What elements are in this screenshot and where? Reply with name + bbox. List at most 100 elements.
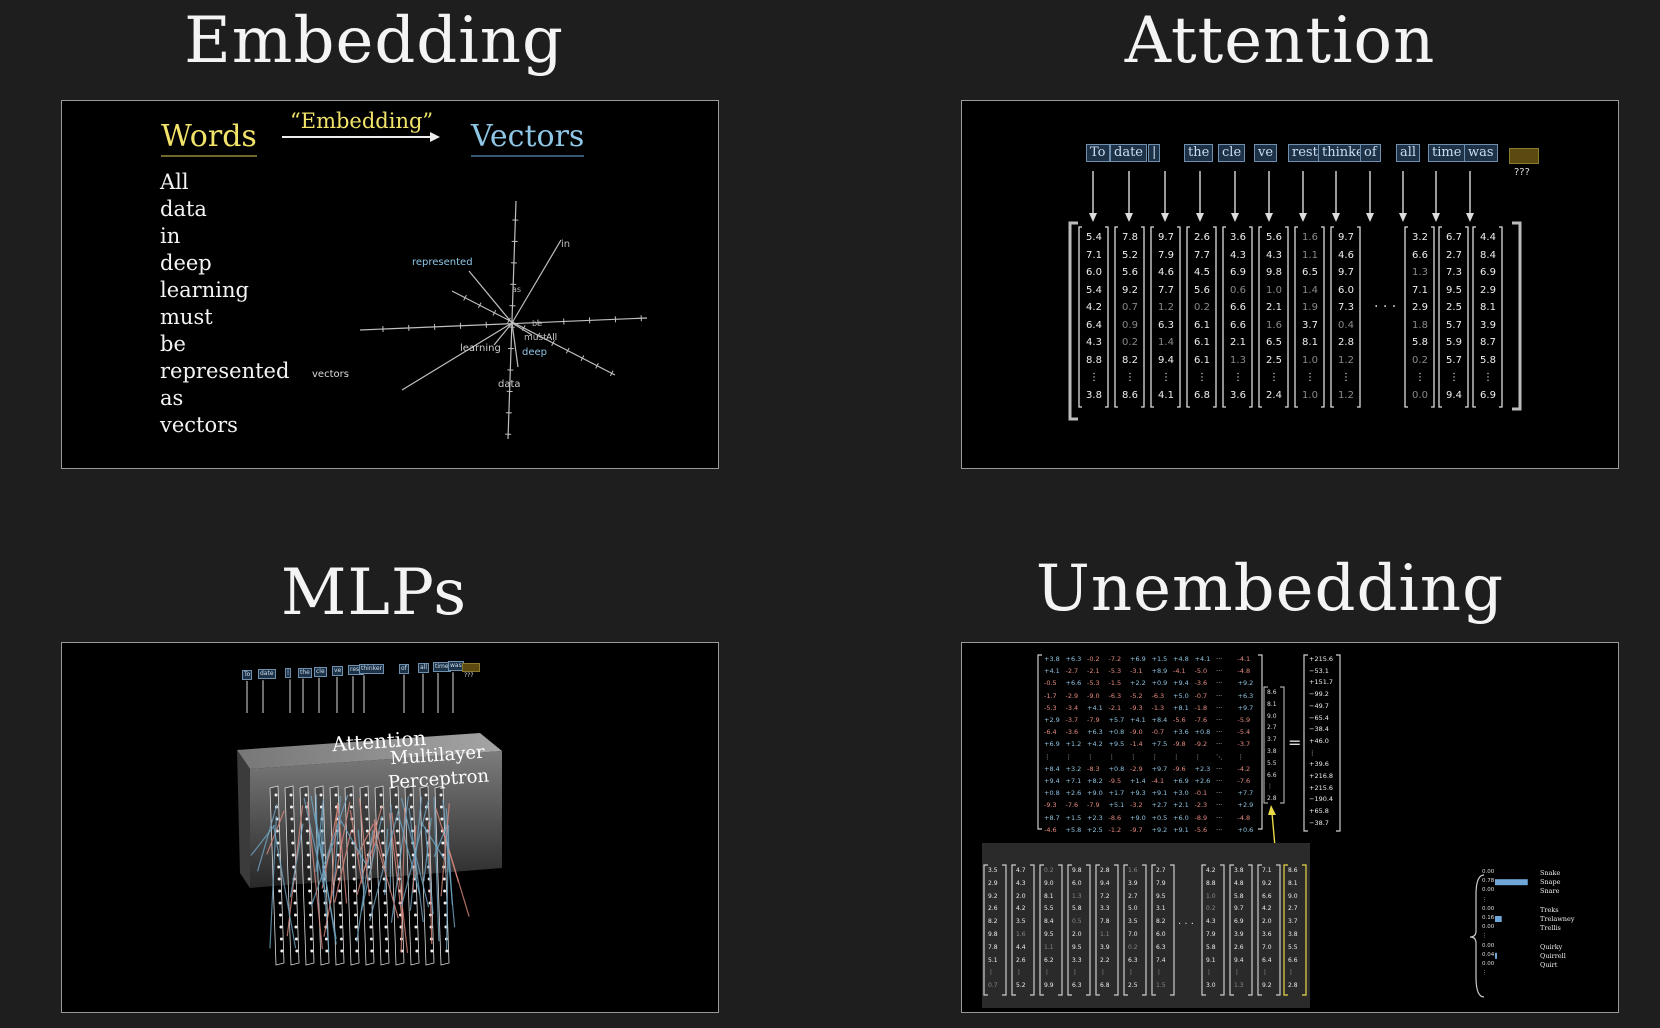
neuron bbox=[305, 794, 308, 797]
prob-value: 0.00 bbox=[1482, 924, 1494, 930]
matrix-cell: +5.0 bbox=[1173, 692, 1189, 700]
column-value: 5.6 bbox=[1189, 282, 1215, 300]
vector-cell: 6.6 bbox=[1267, 772, 1277, 779]
matrix-cell: +3.6 bbox=[1173, 728, 1189, 736]
column-value: 5.6 bbox=[1117, 264, 1143, 282]
bottom-cell: 9.2 bbox=[988, 893, 998, 900]
matrix-cell: -5.9 bbox=[1238, 716, 1251, 724]
matrix-cell: +9.7 bbox=[1152, 765, 1168, 773]
bottom-cell: 2.8 bbox=[1288, 982, 1298, 989]
matrix-cell: +9.4 bbox=[1173, 679, 1189, 687]
column-value: 5.9 bbox=[1441, 334, 1467, 352]
column-value: 5.4 bbox=[1081, 282, 1107, 300]
matrix-cell: -5.6 bbox=[1195, 826, 1208, 834]
neuron bbox=[338, 890, 341, 893]
prob-word: Snare bbox=[1540, 887, 1559, 895]
plot-label-must: must bbox=[524, 333, 547, 343]
neuron bbox=[365, 794, 368, 797]
column-value: 1.0 bbox=[1297, 387, 1323, 405]
bottom-cell: 0.2 bbox=[1128, 944, 1138, 951]
matrix-cell: ··· bbox=[1216, 777, 1222, 785]
equals-sign: = bbox=[1288, 733, 1301, 752]
attention-arrowhead bbox=[1196, 213, 1204, 222]
bottom-cell: 5.0 bbox=[1128, 905, 1138, 912]
bottom-cell: 3.9 bbox=[1100, 944, 1110, 951]
neuron bbox=[440, 818, 443, 821]
neuron bbox=[384, 902, 387, 905]
result-cell: ⋮ bbox=[1309, 749, 1316, 757]
column-value: 9.8 bbox=[1261, 264, 1287, 282]
matrix-cell: +6.3 bbox=[1066, 655, 1082, 663]
column-value: 8.8 bbox=[1081, 352, 1107, 370]
token-9: all bbox=[1396, 144, 1420, 162]
matrix-cell: +3.2 bbox=[1066, 765, 1082, 773]
matrix-cell: -6.4 bbox=[1044, 728, 1057, 736]
prob-value: 0.00 bbox=[1482, 906, 1494, 912]
matrix-cell: +0.8 bbox=[1195, 728, 1211, 736]
bottom-cell: 6.6 bbox=[1262, 893, 1272, 900]
column-value: 9.5 bbox=[1441, 282, 1467, 300]
column-value: 2.8 bbox=[1333, 334, 1359, 352]
plot-label-data: data bbox=[498, 379, 521, 390]
prob-word: Trellis bbox=[1540, 924, 1561, 932]
matrix-cell: +9.3 bbox=[1130, 789, 1146, 797]
matrix-cell: -9.3 bbox=[1044, 801, 1057, 809]
matrix-cell: -8.6 bbox=[1109, 814, 1122, 822]
matrix-cell: +8.1 bbox=[1173, 704, 1189, 712]
bottom-cell: ⋮ bbox=[1072, 969, 1078, 976]
matrix-cell: -4.2 bbox=[1238, 765, 1251, 773]
matrix-bracket-right bbox=[1258, 655, 1262, 829]
neuron bbox=[425, 818, 428, 821]
matrix-cell: -4.1 bbox=[1173, 667, 1186, 675]
bottom-cell: 2.7 bbox=[1156, 867, 1166, 874]
bottom-ellipsis: · · · bbox=[1178, 919, 1194, 930]
prob-value: ⋮ bbox=[1482, 933, 1488, 939]
neuron bbox=[293, 890, 296, 893]
column-value: 1.4 bbox=[1153, 334, 1179, 352]
bottom-cell: 2.9 bbox=[988, 880, 998, 887]
column-value: 1.0 bbox=[1261, 282, 1287, 300]
matrix-cell: +0.9 bbox=[1152, 679, 1168, 687]
bottom-cell: 7.9 bbox=[1206, 931, 1216, 938]
matrix-cell: ··· bbox=[1216, 826, 1222, 834]
neuron bbox=[410, 806, 413, 809]
token-0: To bbox=[1086, 144, 1110, 162]
bottom-cell: 4.7 bbox=[1016, 867, 1026, 874]
bottom-cell: 0.2 bbox=[1206, 905, 1216, 912]
column-value: 4.2 bbox=[1081, 299, 1107, 317]
attention-arrowhead bbox=[1089, 213, 1097, 222]
token-4: cle bbox=[1218, 144, 1245, 162]
column-value: 0.9 bbox=[1117, 317, 1143, 335]
bottom-cell: 3.3 bbox=[1072, 957, 1082, 964]
neuron bbox=[354, 902, 357, 905]
column-value: 1.3 bbox=[1225, 352, 1251, 370]
column-value: ⋮ bbox=[1189, 369, 1215, 387]
column-value: 0.0 bbox=[1407, 387, 1433, 405]
column-value: 5.8 bbox=[1475, 352, 1501, 370]
embedding-title: Embedding bbox=[60, 4, 688, 78]
column-value: 6.3 bbox=[1153, 317, 1179, 335]
matrix-cell: +6.9 bbox=[1044, 740, 1060, 748]
neuron bbox=[279, 914, 282, 917]
matrix-cell: -2.9 bbox=[1130, 765, 1143, 773]
column-value: ⋮ bbox=[1153, 369, 1179, 387]
column-value: 1.6 bbox=[1261, 317, 1287, 335]
mlp-token-5: ve bbox=[332, 666, 343, 676]
token-1: date bbox=[1110, 144, 1147, 162]
prob-bar bbox=[1495, 916, 1502, 922]
column-value: 2.5 bbox=[1261, 352, 1287, 370]
neuron bbox=[309, 926, 312, 929]
matrix-cell: +9.7 bbox=[1238, 704, 1254, 712]
matrix-cell: +9.5 bbox=[1109, 740, 1125, 748]
bottom-cell: 3.3 bbox=[1100, 905, 1110, 912]
column-value: 5.8 bbox=[1407, 334, 1433, 352]
matrix-cell: +1.7 bbox=[1109, 789, 1125, 797]
matrix-cell: ⋮ bbox=[1109, 753, 1116, 761]
neuron bbox=[290, 818, 293, 821]
neuron bbox=[414, 914, 417, 917]
bottom-cell: 9.5 bbox=[1044, 931, 1054, 938]
matrix-cell: -7.6 bbox=[1066, 801, 1079, 809]
matrix-cell: -7.6 bbox=[1238, 777, 1251, 785]
matrix-cell: +7.7 bbox=[1238, 789, 1254, 797]
matrix-cell: +9.1 bbox=[1173, 826, 1189, 834]
